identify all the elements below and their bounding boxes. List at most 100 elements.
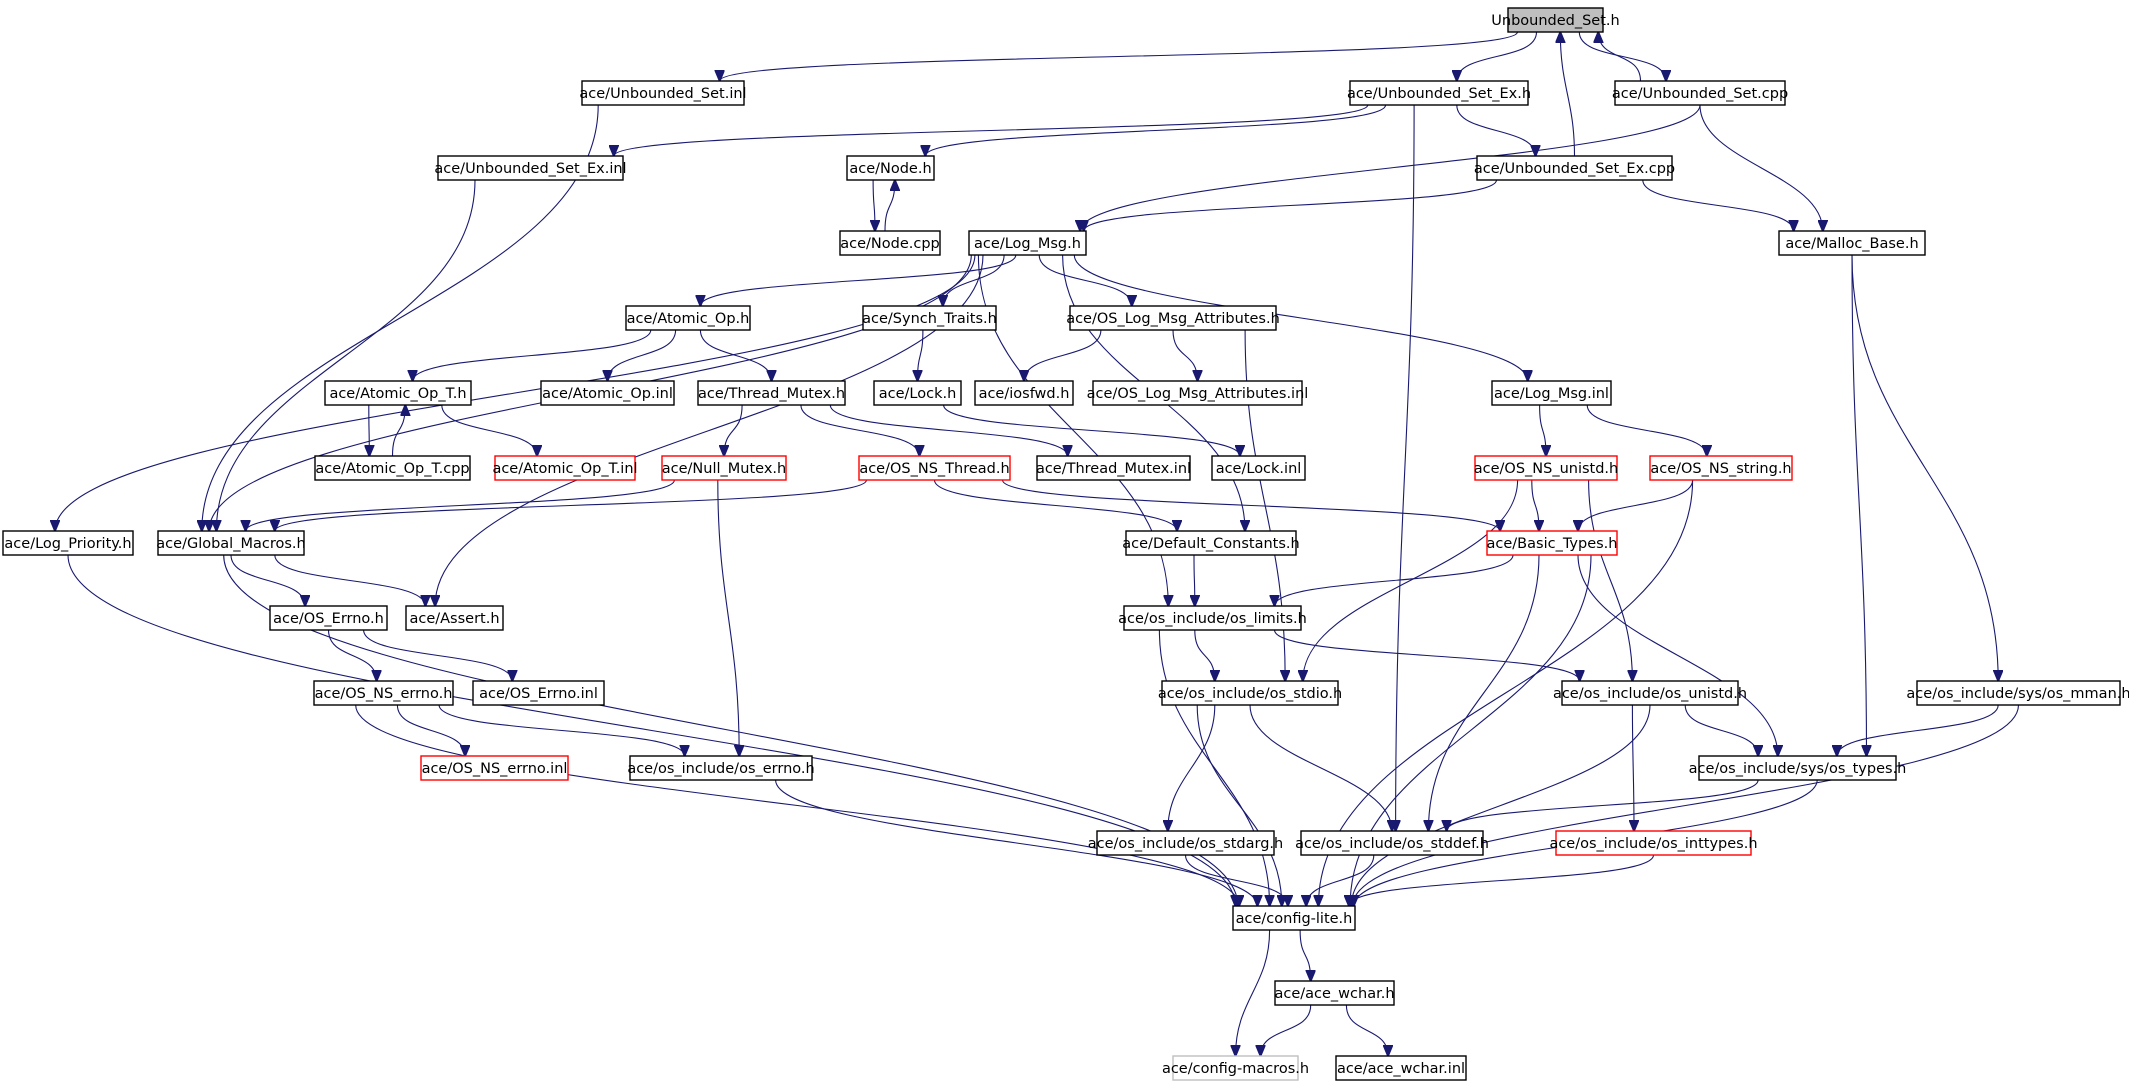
dependency-edge-os_ns_thread_h-to-basic_types_h [1001, 479, 1501, 531]
file-node-label: ace/iosfwd.h [979, 386, 1070, 402]
file-node-node-h[interactable]: ace/Node.h [846, 155, 935, 181]
file-node-label: ace/Atomic_Op_T.inl [492, 461, 637, 477]
file-node-unbounded-set-ex-inl[interactable]: ace/Unbounded_Set_Ex.inl [434, 155, 627, 181]
dependency-edge-os_errno_h-to-os_errno_inl [363, 629, 513, 681]
dependency-edge-os_unistd_h-to-os_inttypes_h [1632, 704, 1634, 831]
dependency-edge-os_stdio_h-to-os_stddef_h [1249, 704, 1392, 831]
file-node-os-ns-errno-h[interactable]: ace/OS_NS_errno.h [313, 680, 454, 706]
file-node-label: ace/ace_wchar.h [1274, 986, 1394, 1002]
dependency-edge-os_limits_h-to-os_unistd_h [1273, 629, 1580, 681]
dependency-edge-null_mutex_h-to-global_macros_h [246, 479, 675, 531]
file-node-label: ace/Basic_Types.h [1487, 536, 1618, 552]
file-node-global-macros-h[interactable]: ace/Global_Macros.h [156, 530, 306, 556]
file-node-label: ace/OS_NS_errno.h [315, 686, 453, 702]
file-node-node-cpp[interactable]: ace/Node.cpp [839, 230, 941, 256]
dependency-edge-os_ns_errno_h-to-config_lite_h [355, 704, 1239, 906]
dependency-edge-log_msg_inl-to-os_ns_string_h [1586, 404, 1707, 456]
file-node-ace-wchar-h[interactable]: ace/ace_wchar.h [1274, 980, 1395, 1006]
dependency-edge-atomic_op_t_h-to-atomic_op_t_cpp [369, 404, 370, 456]
file-node-os-stdarg-h[interactable]: ace/os_include/os_stdarg.h [1088, 830, 1283, 856]
file-node-basic-types-h[interactable]: ace/Basic_Types.h [1486, 530, 1618, 556]
file-node-label: ace/Unbounded_Set_Ex.inl [434, 161, 626, 177]
file-node-os-unistd-h[interactable]: ace/os_include/os_unistd.h [1553, 680, 1747, 706]
file-node-atomic-op-inl[interactable]: ace/Atomic_Op.inl [540, 380, 675, 406]
file-node-unbounded-set-ex-h[interactable]: ace/Unbounded_Set_Ex.h [1347, 80, 1531, 106]
file-node-box [157, 530, 305, 556]
file-node-label: ace/Unbounded_Set.inl [579, 86, 746, 102]
file-node-null-mutex-h[interactable]: ace/Null_Mutex.h [661, 455, 787, 481]
file-node-log-msg-h[interactable]: ace/Log_Msg.h [968, 230, 1087, 256]
file-node-os-errno-inc-h[interactable]: ace/os_include/os_errno.h [627, 755, 815, 781]
file-node-config-lite-h[interactable]: ace/config-lite.h [1232, 905, 1356, 931]
file-node-label: ace/OS_NS_unistd.h [1474, 461, 1618, 477]
file-node-label: ace/Atomic_Op.inl [542, 386, 673, 402]
file-node-os-ns-thread-h[interactable]: ace/OS_NS_Thread.h [858, 455, 1011, 481]
file-node-label: ace/os_include/sys/os_mman.h [1906, 686, 2129, 702]
file-node-malloc-base-h[interactable]: ace/Malloc_Base.h [1778, 230, 1926, 256]
file-node-unbounded-set-cpp[interactable]: ace/Unbounded_Set.cpp [1612, 80, 1788, 106]
file-node-label: ace/Log_Msg.h [974, 236, 1081, 252]
file-node-os-stddef-h[interactable]: ace/os_include/os_stddef.h [1295, 830, 1489, 856]
file-node-box [1474, 455, 1618, 481]
file-node-os-log-msg-attributes-inl[interactable]: ace/OS_Log_Msg_Attributes.inl [1087, 380, 1309, 406]
file-node-box [313, 680, 454, 706]
file-node-label: ace/Default_Constants.h [1122, 536, 1299, 552]
file-node-label: ace/Node.h [849, 161, 931, 177]
file-node-label: ace/Global_Macros.h [156, 536, 305, 552]
file-node-config-macros-h[interactable]: ace/config-macros.h [1162, 1055, 1309, 1081]
file-node-os-stdio-h[interactable]: ace/os_include/os_stdio.h [1158, 680, 1342, 706]
file-node-lock-h[interactable]: ace/Lock.h [873, 380, 962, 406]
file-node-label: ace/Null_Mutex.h [662, 461, 786, 477]
file-node-ace-wchar-inl[interactable]: ace/ace_wchar.inl [1335, 1055, 1467, 1081]
file-node-thread-mutex-h[interactable]: ace/Thread_Mutex.h [697, 380, 846, 406]
file-node-label: Unbounded_Set.h [1491, 13, 1619, 29]
dependency-edge-unbounded_set_ex_h-to-unbounded_set_ex_inl [614, 104, 1369, 156]
file-node-os-ns-string-h[interactable]: ace/OS_NS_string.h [1649, 455, 1793, 481]
file-node-os-mman-h[interactable]: ace/os_include/sys/os_mman.h [1906, 680, 2129, 706]
dependency-edge-log_msg_h-to-log_msg_inl [1073, 254, 1527, 381]
file-node-unbounded-set-ex-cpp[interactable]: ace/Unbounded_Set_Ex.cpp [1474, 155, 1675, 181]
dependency-edge-log_msg_inl-to-os_ns_unistd_h [1539, 404, 1546, 456]
file-node-atomic-op-h[interactable]: ace/Atomic_Op.h [625, 305, 751, 331]
file-node-atomic-op-t-h[interactable]: ace/Atomic_Op_T.h [324, 380, 472, 406]
file-node-os-ns-errno-inl[interactable]: ace/OS_NS_errno.inl [420, 755, 569, 781]
file-node-os-limits-h[interactable]: ace/os_include/os_limits.h [1118, 605, 1307, 631]
dependency-edge-synch_traits_h-to-lock_h [918, 329, 924, 381]
dependency-edge-unbounded_set_cpp-to-malloc_base_h [1699, 104, 1823, 231]
dependency-edge-unbounded_set_ex_h-to-unbounded_set_ex_cpp [1456, 104, 1536, 156]
file-node-default-constants-h[interactable]: ace/Default_Constants.h [1122, 530, 1300, 556]
dependency-edge-ace_wchar_h-to-ace_wchar_inl [1345, 1004, 1388, 1056]
file-node-box [314, 455, 471, 481]
file-node-box [494, 455, 636, 481]
file-node-os-inttypes-h[interactable]: ace/os_include/os_inttypes.h [1549, 830, 1758, 856]
file-node-os-log-msg-attributes-h[interactable]: ace/OS_Log_Msg_Attributes.h [1066, 305, 1280, 331]
file-node-os-ns-unistd-h[interactable]: ace/OS_NS_unistd.h [1474, 455, 1618, 481]
file-node-label: ace/os_include/os_inttypes.h [1549, 836, 1757, 852]
file-node-os-types-h[interactable]: ace/os_include/sys/os_types.h [1689, 755, 1907, 781]
dependency-edge-os_unistd_h-to-config_lite_h [1351, 704, 1651, 906]
file-node-os-errno-h[interactable]: ace/OS_Errno.h [269, 605, 388, 631]
dependency-edge-atomic_op_h-to-atomic_op_t_h [413, 329, 652, 381]
file-node-assert-h[interactable]: ace/Assert.h [405, 605, 504, 631]
file-node-synch-traits-h[interactable]: ace/Synch_Traits.h [862, 305, 997, 331]
file-node-log-priority-h[interactable]: ace/Log_Priority.h [2, 530, 134, 556]
file-node-log-msg-inl[interactable]: ace/Log_Msg.inl [1491, 380, 1612, 406]
dependency-edge-os_ns_thread_h-to-global_macros_h [275, 479, 868, 531]
dependency-edge-os_stddef_h-to-config_lite_h [1306, 854, 1375, 906]
file-node-iosfwd-h[interactable]: ace/iosfwd.h [974, 380, 1074, 406]
file-node-thread-mutex-inl[interactable]: ace/Thread_Mutex.inl [1036, 455, 1191, 481]
file-node-label: ace/Unbounded_Set.cpp [1612, 86, 1788, 102]
dependency-edge-os_log_msg_attributes_h-to-os_log_msg_attributes_inl [1172, 329, 1198, 381]
file-node-atomic-op-t-cpp[interactable]: ace/Atomic_Op_T.cpp [314, 455, 471, 481]
file-node-box [324, 380, 472, 406]
file-node-os-errno-inl[interactable]: ace/OS_Errno.inl [472, 680, 605, 706]
file-node-box [968, 230, 1087, 256]
file-node-box [269, 605, 388, 631]
dependency-edge-os_ns_string_h-to-basic_types_h [1578, 479, 1694, 531]
file-node-lock-inl[interactable]: ace/Lock.inl [1211, 455, 1306, 481]
dependency-edge-log_msg_h-to-synch_traits_h [943, 254, 1005, 306]
file-node-unbounded-set-inl[interactable]: ace/Unbounded_Set.inl [579, 80, 747, 106]
file-node-box [625, 305, 751, 331]
edges-layer [55, 32, 2020, 1056]
file-node-atomic-op-t-inl[interactable]: ace/Atomic_Op_T.inl [492, 455, 638, 481]
